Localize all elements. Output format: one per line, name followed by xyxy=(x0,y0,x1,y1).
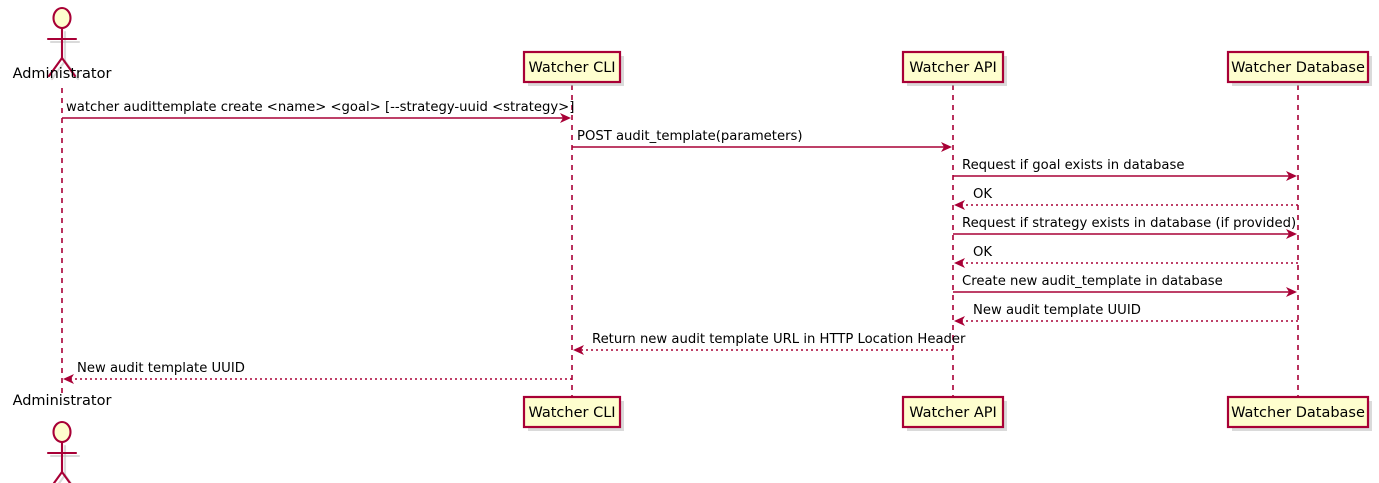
participant-watcher-database[interactable]: Watcher Database xyxy=(1226,50,1372,86)
message-arrowhead-9 xyxy=(573,345,584,355)
participant-watcher-cli[interactable]: Watcher CLI xyxy=(522,395,624,431)
message-1[interactable]: watcher audittemplate create <name> <goa… xyxy=(62,100,574,123)
participant-watcher-api[interactable]: Watcher API xyxy=(901,50,1007,86)
actor-label-administrator: Administrator xyxy=(13,66,112,82)
participant-box-watcher-database[interactable] xyxy=(1226,395,1370,429)
message-4[interactable]: OK xyxy=(954,187,1298,210)
participant-box-watcher-cli[interactable] xyxy=(522,50,622,84)
message-arrowhead-4 xyxy=(954,200,965,210)
message-label-1: watcher audittemplate create <name> <goa… xyxy=(66,100,574,115)
actor-head-icon xyxy=(52,6,72,30)
actor-leg-left xyxy=(52,470,64,483)
actor-administrator[interactable]: Administrator xyxy=(13,393,112,483)
participant-label-watcher-database: Watcher Database xyxy=(1231,405,1365,421)
message-label-10: New audit template UUID xyxy=(77,361,245,376)
message-label-5: Request if strategy exists in database (… xyxy=(962,216,1296,231)
message-2[interactable]: POST audit_template(parameters) xyxy=(572,129,952,152)
participant-watcher-database[interactable]: Watcher Database xyxy=(1226,395,1372,431)
message-label-8: New audit template UUID xyxy=(973,303,1141,318)
message-arrowhead-8 xyxy=(954,316,965,326)
message-3[interactable]: Request if goal exists in database xyxy=(953,158,1297,181)
message-8[interactable]: New audit template UUID xyxy=(954,303,1298,326)
actor-shadow-leg-left xyxy=(57,473,67,483)
message-5[interactable]: Request if strategy exists in database (… xyxy=(953,216,1297,239)
participant-box-watcher-cli[interactable] xyxy=(522,395,622,429)
message-label-3: Request if goal exists in database xyxy=(962,158,1184,173)
message-label-9: Return new audit template URL in HTTP Lo… xyxy=(592,332,966,347)
actor-administrator[interactable]: Administrator xyxy=(13,6,112,82)
message-6[interactable]: OK xyxy=(954,245,1298,268)
actor-shadow-leg-left xyxy=(50,59,67,81)
message-label-6: OK xyxy=(973,245,992,260)
participant-label-watcher-api: Watcher API xyxy=(909,405,997,421)
message-arrowhead-3 xyxy=(1286,171,1297,181)
participant-label-watcher-database: Watcher Database xyxy=(1231,60,1365,76)
actor-label-administrator: Administrator xyxy=(13,393,112,409)
message-9[interactable]: Return new audit template URL in HTTP Lo… xyxy=(573,332,966,355)
message-arrowhead-6 xyxy=(954,258,965,268)
message-label-2: POST audit_template(parameters) xyxy=(577,129,803,144)
participant-box-watcher-api[interactable] xyxy=(901,50,1005,84)
message-7[interactable]: Create new audit_template in database xyxy=(953,274,1297,297)
messages-group: watcher audittemplate create <name> <goa… xyxy=(62,100,1298,384)
participant-box-watcher-database[interactable] xyxy=(1226,50,1370,84)
actor-head-icon xyxy=(52,420,72,444)
message-label-4: OK xyxy=(973,187,992,202)
lifelines-group xyxy=(61,85,1299,398)
message-10[interactable]: New audit template UUID xyxy=(63,361,572,384)
message-arrowhead-5 xyxy=(1286,229,1297,239)
message-arrowhead-1 xyxy=(560,113,571,123)
participant-watcher-api[interactable]: Watcher API xyxy=(901,395,1007,431)
actor-leg-right xyxy=(60,56,77,78)
participant-label-watcher-cli: Watcher CLI xyxy=(528,405,615,421)
actor-leg-right xyxy=(60,470,72,483)
message-label-7: Create new audit_template in database xyxy=(962,274,1223,289)
actor-leg-left xyxy=(47,56,64,78)
participant-label-watcher-api: Watcher API xyxy=(909,60,997,76)
message-arrowhead-10 xyxy=(63,374,74,384)
participant-watcher-cli[interactable]: Watcher CLI xyxy=(522,50,624,86)
participant-box-watcher-api[interactable] xyxy=(901,395,1005,429)
message-arrowhead-2 xyxy=(941,142,952,152)
message-arrowhead-7 xyxy=(1286,287,1297,297)
participant-label-watcher-cli: Watcher CLI xyxy=(528,60,615,76)
